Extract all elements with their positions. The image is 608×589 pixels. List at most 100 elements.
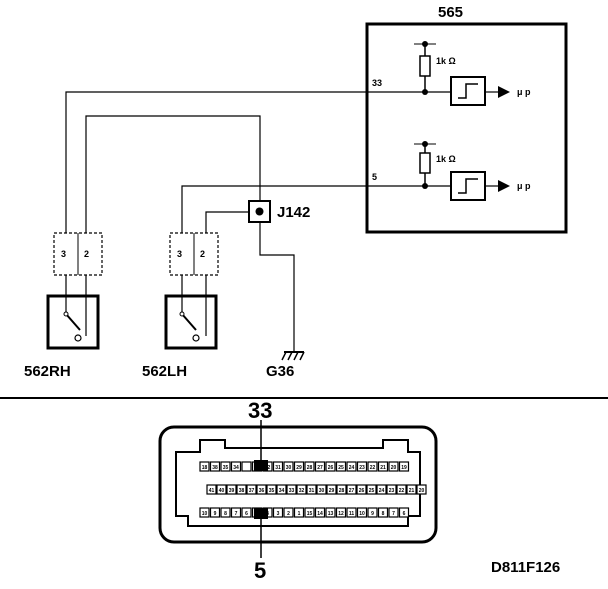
connector-pin-number: 35 (223, 465, 229, 471)
connector-pin (296, 484, 307, 495)
connector-pin-number: 11 (349, 511, 355, 517)
connector-pin (283, 461, 294, 472)
signal-arrow-icon (498, 180, 510, 192)
connector-pin-number: 30 (319, 488, 325, 494)
connector-pin-number: 14 (317, 511, 323, 517)
connector-pin (398, 507, 410, 518)
connector-pin-number: 2 (287, 511, 290, 517)
switch-562rh: 3 2 562RH (24, 232, 103, 380)
connector-pin-number: 9 (214, 511, 217, 517)
connector-pin-number: 20 (419, 488, 425, 494)
connector-pin (386, 484, 397, 495)
signal-arrow-icon (498, 86, 510, 98)
switch-pin-label: 3 (177, 249, 182, 259)
wire-pin33 (65, 91, 370, 233)
connector-pin (406, 484, 417, 495)
connector-pin-number: 10 (202, 511, 208, 517)
connector-pin-number: 23 (359, 465, 365, 471)
connector-pin-number: 33 (289, 488, 295, 494)
connector-pin-number: 29 (296, 465, 302, 471)
connector-pin-number: 18 (202, 465, 208, 471)
schmitt-trigger-icon (450, 76, 486, 106)
connector-inner-shell (175, 439, 421, 527)
connector-pin (388, 461, 399, 472)
connector-pin (326, 484, 337, 495)
connector-pin-number: 6 (245, 511, 248, 517)
connector-pin (306, 484, 317, 495)
wire-lh-to-j142 (205, 211, 252, 233)
connector-pin-number: 26 (328, 465, 334, 471)
connector-pin-number: 15 (307, 511, 313, 517)
connector-pin-number: 22 (399, 488, 405, 494)
connector-pin-number: 25 (338, 465, 344, 471)
wire-j142-to-ground (259, 222, 295, 352)
connector-pin (388, 507, 399, 518)
connector-pin-number: 21 (409, 488, 415, 494)
connector-pin-number: 8 (382, 511, 385, 517)
connector-pin-number: 38 (212, 465, 218, 471)
pullup-resistor-icon (419, 152, 431, 174)
wires (65, 91, 370, 352)
connector-pin (256, 484, 267, 495)
connector-pin-number: 34 (233, 465, 239, 471)
switch-pin-label: 3 (61, 249, 66, 259)
connector-pin (377, 461, 389, 472)
connector-pin (220, 461, 231, 472)
pullup-resistor-icon (419, 55, 431, 77)
connector-pin (376, 484, 387, 495)
connector-pin-number: 31 (309, 488, 315, 494)
switch-562lh: 3 2 562LH (142, 232, 219, 380)
ecu-pin-label: 33 (372, 78, 382, 88)
connector-pin-number: 20 (391, 465, 397, 471)
connector-pin-number: 10 (359, 511, 365, 517)
connector-pin-number: 36 (259, 488, 265, 494)
connector-pin (286, 484, 297, 495)
switch-body-icon (164, 294, 218, 350)
connector-pin (199, 461, 210, 472)
connector-pin (346, 507, 357, 518)
connector-pin (304, 507, 315, 518)
connector-pin-number: 34 (279, 488, 285, 494)
connector-pin-number: 12 (338, 511, 344, 517)
switch-pin-label: 2 (84, 249, 89, 259)
switch-pin-label: 2 (200, 249, 205, 259)
connector-pin (241, 461, 252, 472)
ecu-connector: 183835343231302928272625242322212019 414… (158, 398, 438, 583)
figure-code: D811F126 (491, 559, 560, 576)
connector-pin (246, 484, 257, 495)
connector-pin (241, 507, 252, 518)
ground-g36: G36 (266, 351, 305, 380)
connector-pin-number: 41 (209, 488, 215, 494)
ecu-label: 565 (438, 4, 463, 21)
connector-pin (314, 461, 326, 472)
connector-pin (226, 484, 237, 495)
connector-pin-number: 40 (219, 488, 225, 494)
connector-pin-number: 6 (403, 511, 406, 517)
connector-pin (346, 484, 357, 495)
connector-pin (367, 461, 378, 472)
connector-pin (335, 507, 347, 518)
connector-pin (293, 461, 305, 472)
switch-label: 562LH (142, 363, 187, 380)
connector-pin (230, 461, 242, 472)
junction-label: J142 (277, 204, 310, 221)
connector-pin (356, 484, 367, 495)
connector-pin-number: 27 (317, 465, 323, 471)
connector-pin (356, 461, 368, 472)
connector-pin-number: 13 (328, 511, 334, 517)
connector-pin-number: 37 (249, 488, 255, 494)
connector-pin-number: 3 (277, 511, 280, 517)
connector-pin (272, 461, 284, 472)
connector-pin-bottom-label: 5 (254, 558, 266, 583)
connector-pin-number: 24 (349, 465, 355, 471)
connector-pin (272, 507, 284, 518)
connector-pin-number: 39 (229, 488, 235, 494)
microprocessor-label: μ p (517, 87, 531, 97)
schmitt-trigger-icon (450, 171, 486, 201)
connector-pin (356, 507, 368, 518)
connector-pin (293, 507, 305, 518)
connector-pin (283, 507, 294, 518)
ecu-input-channel-5: 1k Ω μ p 5 (370, 141, 531, 201)
connector-pin (216, 484, 227, 495)
